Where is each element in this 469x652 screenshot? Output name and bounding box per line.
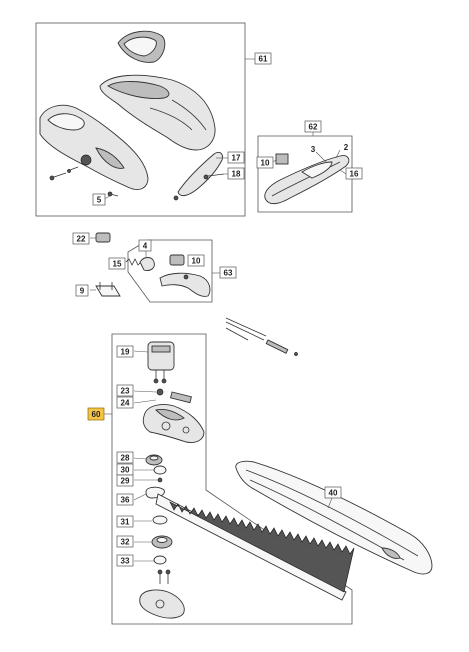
trigger-lever-part — [159, 272, 211, 297]
svg-text:19: 19 — [121, 348, 130, 357]
blade-guard-group — [235, 460, 433, 575]
svg-text:4: 4 — [143, 242, 148, 251]
svg-text:16: 16 — [350, 170, 359, 179]
callout-28[interactable]: 28 — [116, 451, 134, 464]
callout-60[interactable]: 60 — [87, 407, 105, 421]
svg-text:28: 28 — [121, 454, 130, 463]
svg-text:17: 17 — [232, 154, 241, 163]
spring-part — [125, 258, 142, 266]
callout-5[interactable]: 5 — [92, 193, 106, 206]
callout-33[interactable]: 33 — [116, 554, 134, 567]
svg-text:15: 15 — [113, 260, 122, 269]
callout-15[interactable]: 15 — [108, 257, 126, 270]
svg-text:10: 10 — [192, 257, 201, 266]
svg-text:3: 3 — [311, 145, 316, 154]
svg-text:60: 60 — [92, 410, 101, 419]
handle-clip-part — [275, 153, 289, 165]
callout-63[interactable]: 63 — [219, 266, 237, 279]
svg-text:40: 40 — [329, 489, 338, 498]
svg-text:24: 24 — [121, 399, 130, 408]
lock-part — [139, 257, 155, 271]
callouts: 61 62 3 2 10 16 17 18 5 — [72, 52, 363, 567]
svg-text:36: 36 — [121, 496, 130, 505]
gearbox-housing-part — [142, 404, 205, 443]
svg-text:18: 18 — [232, 170, 241, 179]
blade-gearbox-frame — [111, 333, 353, 625]
blade-guard-part — [235, 460, 433, 575]
callout-31[interactable]: 31 — [116, 515, 134, 528]
svg-text:22: 22 — [77, 235, 86, 244]
housing-group — [35, 22, 255, 217]
svg-text:33: 33 — [121, 557, 130, 566]
svg-text:62: 62 — [309, 123, 318, 132]
callout-3[interactable]: 3 — [311, 145, 316, 154]
svg-text:29: 29 — [121, 477, 130, 486]
callout-16[interactable]: 16 — [345, 167, 363, 180]
callout-18[interactable]: 18 — [227, 167, 245, 180]
callout-30[interactable]: 30 — [116, 463, 134, 476]
callout-40[interactable]: 40 — [324, 486, 342, 499]
washer-30-part — [153, 465, 167, 475]
callout-61[interactable]: 61 — [254, 52, 272, 65]
svg-text:2: 2 — [344, 143, 349, 152]
housing-frame — [35, 22, 246, 217]
front-handle-frame — [257, 135, 353, 213]
svg-text:9: 9 — [80, 287, 85, 296]
callout-29[interactable]: 29 — [116, 474, 134, 487]
callout-62[interactable]: 62 — [304, 120, 322, 133]
callout-24[interactable]: 24 — [116, 396, 134, 409]
blade-gearbox-group — [104, 333, 355, 625]
svg-text:61: 61 — [259, 55, 268, 64]
callout-17[interactable]: 17 — [227, 151, 245, 164]
callout-23[interactable]: 23 — [116, 384, 134, 397]
gearbox-cover-part — [139, 589, 185, 619]
callout-36[interactable]: 36 — [116, 493, 134, 506]
switch-block-part — [169, 254, 185, 266]
callout-22[interactable]: 22 — [72, 232, 90, 245]
callout-10-switch[interactable]: 10 — [187, 254, 205, 267]
callout-10-handle[interactable]: 10 — [256, 156, 274, 169]
callout-4[interactable]: 4 — [138, 239, 152, 252]
front-handle-group — [257, 131, 353, 213]
switch-button-part — [95, 232, 111, 243]
washer-33-part — [153, 555, 167, 565]
svg-text:30: 30 — [121, 466, 130, 475]
trigger-part — [177, 151, 223, 197]
svg-text:32: 32 — [121, 538, 130, 547]
callout-9[interactable]: 9 — [75, 284, 89, 297]
callout-32[interactable]: 32 — [116, 535, 134, 548]
callout-2[interactable]: 2 — [344, 143, 349, 152]
washer-31-part — [152, 515, 168, 525]
switch-group — [90, 232, 220, 303]
svg-text:23: 23 — [121, 387, 130, 396]
bracket-part — [95, 285, 121, 297]
svg-text:63: 63 — [224, 269, 233, 278]
svg-text:31: 31 — [121, 518, 130, 527]
rods-group — [225, 317, 298, 356]
svg-text:5: 5 — [97, 196, 102, 205]
svg-text:10: 10 — [261, 159, 270, 168]
callout-19[interactable]: 19 — [116, 345, 134, 358]
